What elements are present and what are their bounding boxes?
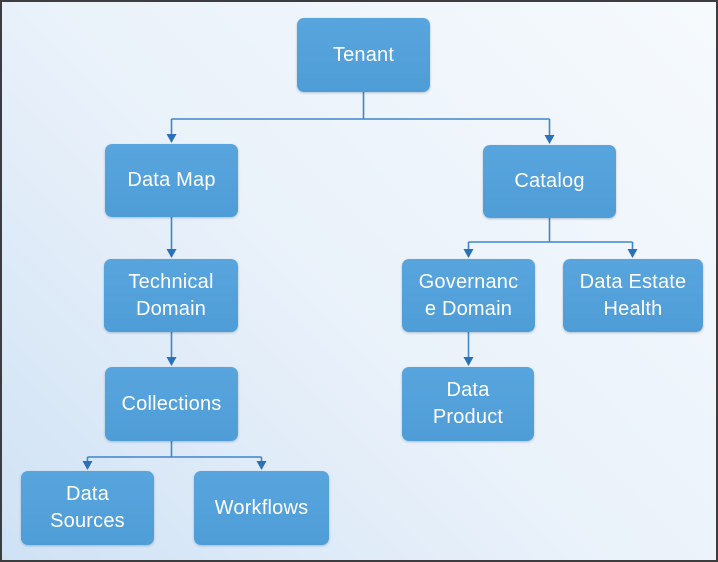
- connector-governance-dataproduct: [463, 332, 474, 366]
- connector-catalog-children: [463, 218, 638, 258]
- arrowhead-data-estate-health: [627, 249, 638, 258]
- node-data-product: Data Product: [402, 367, 534, 441]
- arrowhead-data-product: [463, 357, 474, 366]
- arrowhead-data-map: [166, 134, 177, 143]
- arrowhead-governance-domain: [463, 249, 474, 258]
- node-technical-domain-label: Technical Domain: [128, 270, 214, 320]
- arrowhead-technical-domain: [166, 249, 177, 258]
- node-data-estate-health: Data Estate Health: [563, 259, 703, 332]
- node-workflows: Workflows: [194, 471, 329, 545]
- node-data-map: Data Map: [105, 144, 238, 217]
- node-collections-label: Collections: [121, 392, 222, 415]
- node-data-map-label: Data Map: [127, 169, 216, 191]
- connector-tenant-children: [166, 92, 555, 144]
- node-tenant: Tenant: [297, 18, 430, 92]
- node-data-sources-label: Data Sources: [50, 483, 125, 532]
- node-catalog-label: Catalog: [514, 170, 585, 192]
- arrowhead-data-sources: [82, 461, 93, 470]
- node-data-estate-health-label: Data Estate Health: [579, 270, 687, 320]
- arrowhead-catalog: [544, 135, 555, 144]
- node-governance-domain-label: Governanc e Domain: [418, 270, 519, 320]
- node-technical-domain: Technical Domain: [104, 259, 238, 332]
- connector-datamap-technicaldomain: [166, 217, 177, 258]
- node-tenant-label: Tenant: [332, 43, 395, 66]
- connector-collections-children: [82, 441, 267, 470]
- node-governance-domain: Governanc e Domain: [402, 259, 535, 332]
- arrowhead-workflows: [256, 461, 267, 470]
- node-data-product-label: Data Product: [432, 379, 504, 428]
- connector-technicaldomain-collections: [166, 332, 177, 366]
- arrowhead-collections: [166, 357, 177, 366]
- node-workflows-label: Workflows: [214, 496, 309, 519]
- node-catalog: Catalog: [483, 145, 616, 218]
- node-collections: Collections: [105, 367, 238, 441]
- node-data-sources: Data Sources: [21, 471, 154, 545]
